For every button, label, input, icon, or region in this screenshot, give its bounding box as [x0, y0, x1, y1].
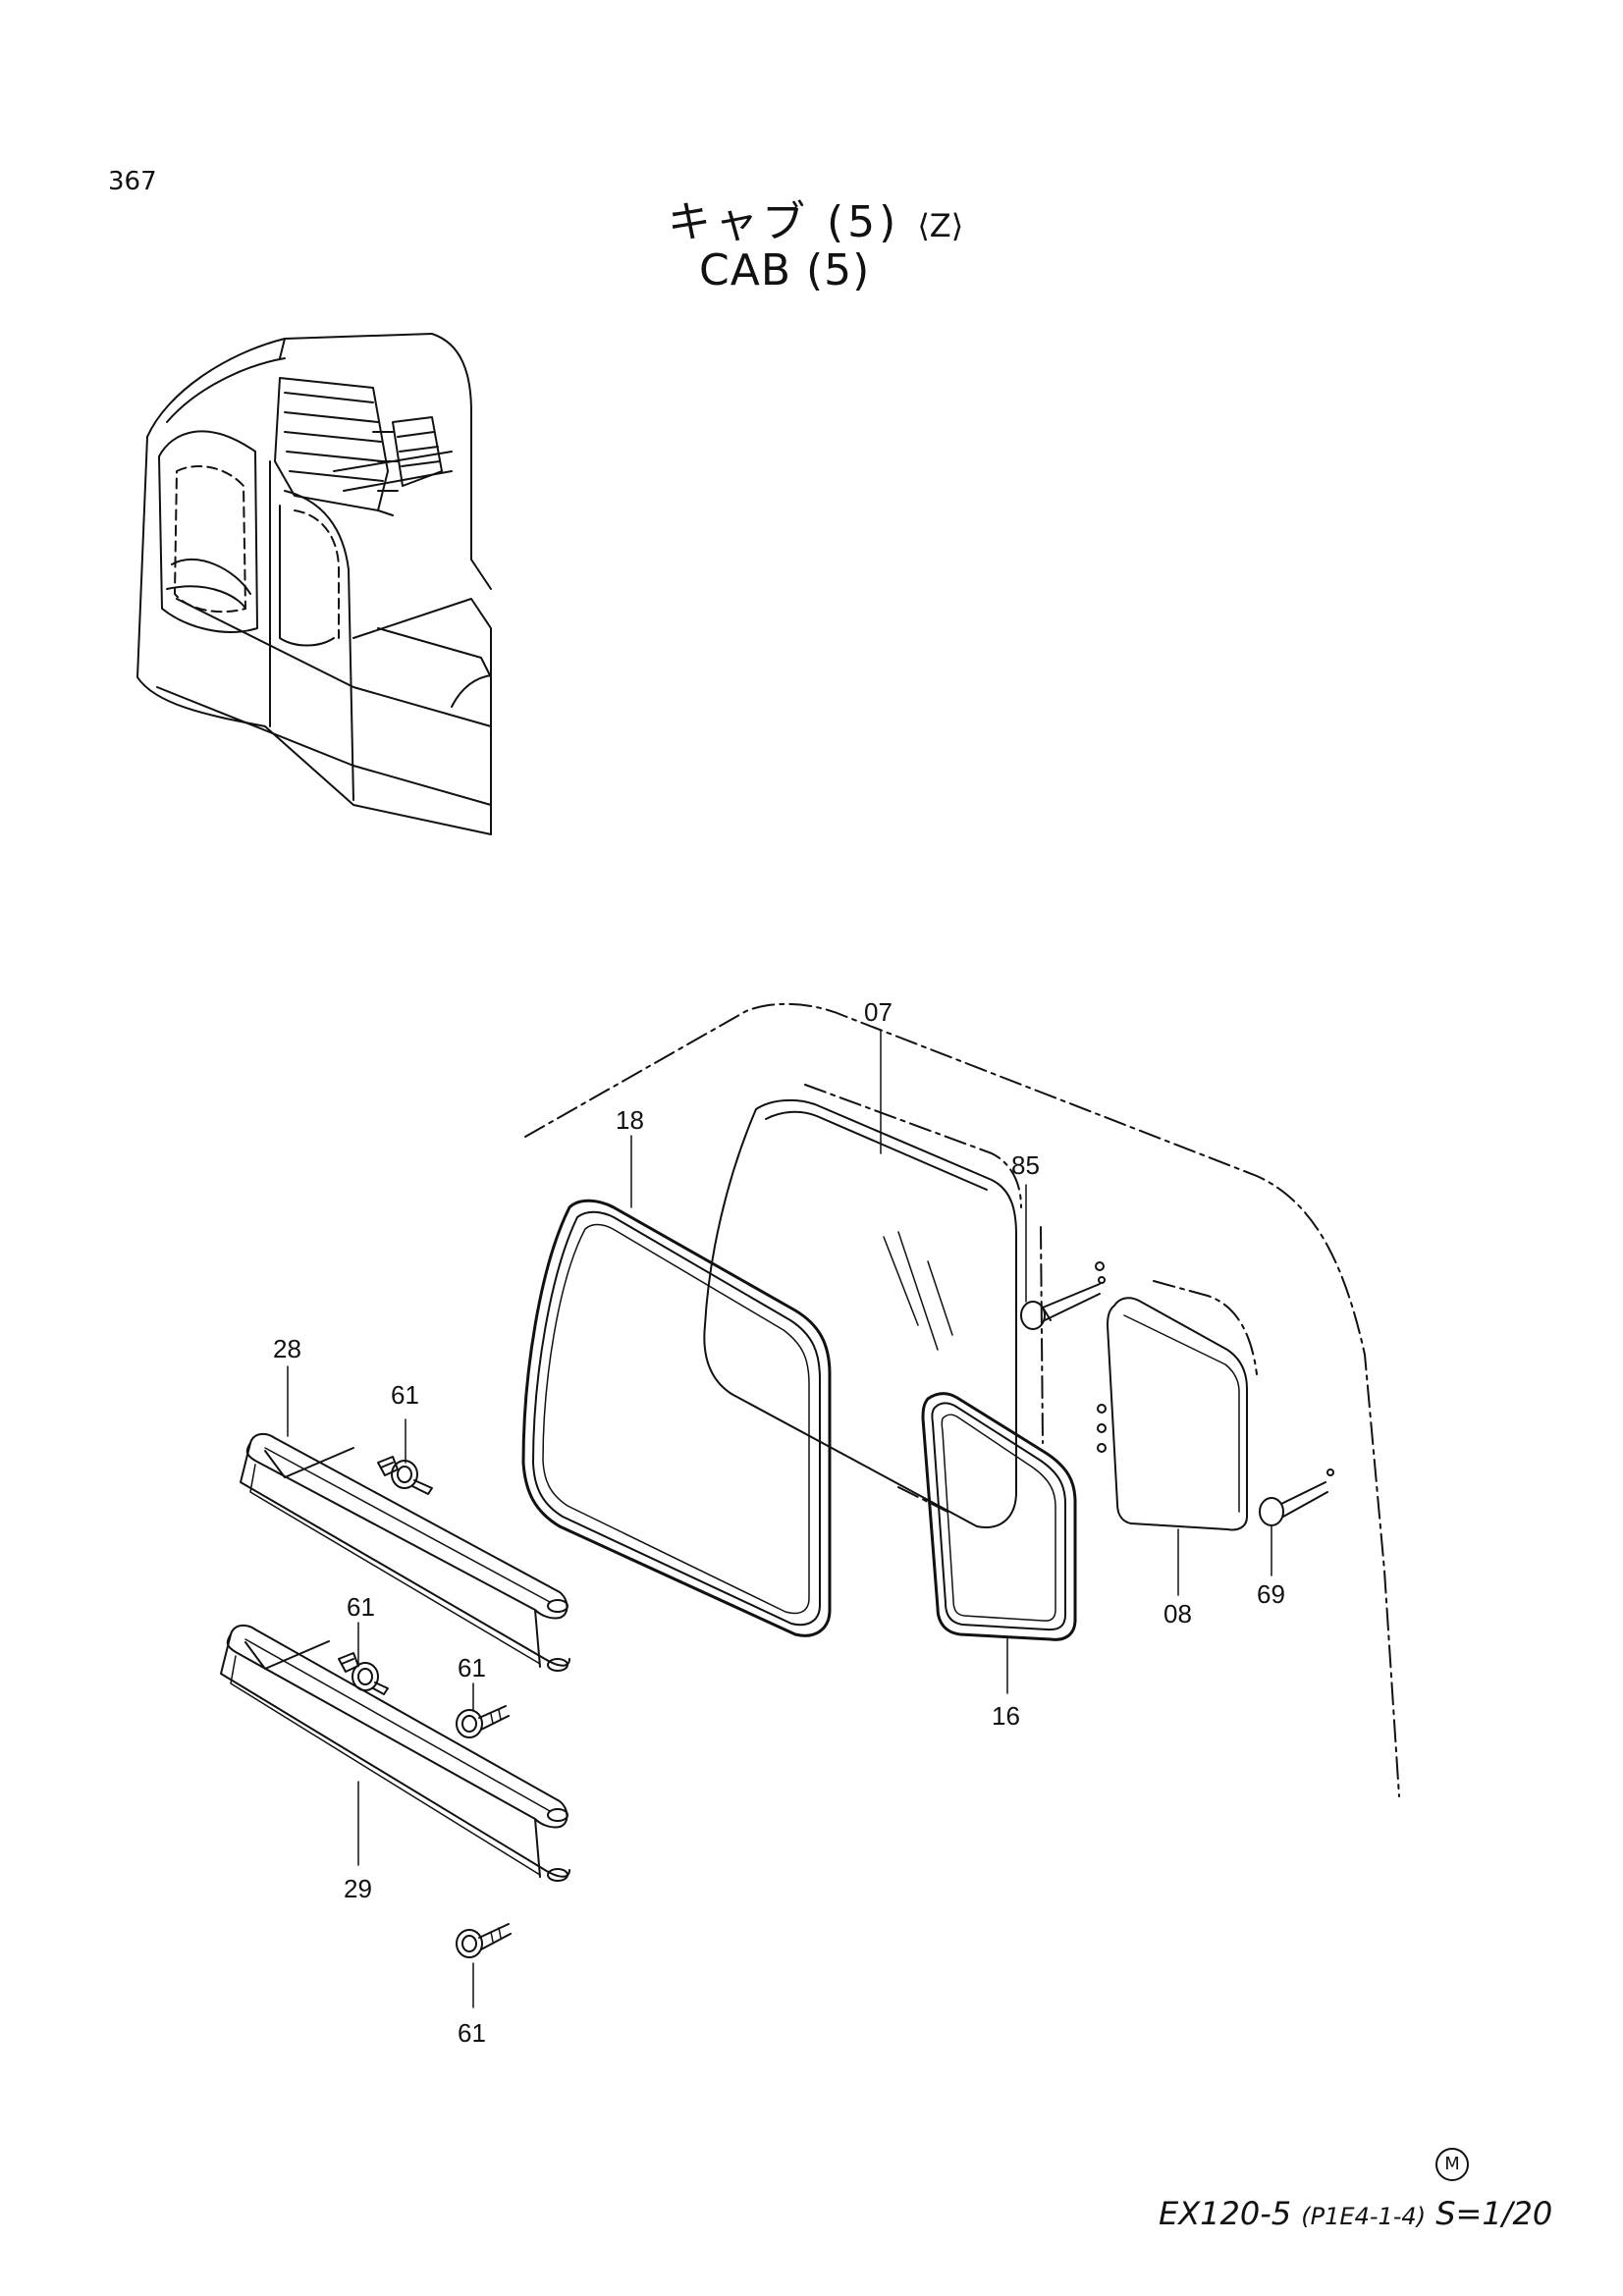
callout-85: 85: [1011, 1150, 1040, 1180]
callout-07: 07: [864, 997, 893, 1027]
m-mark: M: [1435, 2148, 1469, 2181]
callout-08: 08: [1163, 1599, 1192, 1629]
callout-69: 69: [1257, 1579, 1285, 1609]
leader-lines: [287, 1030, 1272, 2008]
footer-model: EX120-5: [1159, 2195, 1292, 2232]
callout-29: 29: [344, 1874, 372, 1903]
footer-scale: S=1/20: [1435, 2195, 1553, 2232]
callout-labels: 07 18 85 28 61 08 69 61 61 16 29 61: [273, 997, 1285, 2048]
part-61-bolt-c: [456, 1705, 510, 1738]
cab-overview-inset: [136, 333, 492, 835]
callout-18: 18: [616, 1105, 644, 1135]
title-jp-text: キャブ (5): [668, 197, 900, 247]
page-number: 367: [108, 167, 157, 196]
part-61-bolt-b: [338, 1652, 389, 1695]
callout-16: 16: [992, 1701, 1020, 1731]
part-69-plug: [1259, 1468, 1334, 1526]
callout-61: 61: [391, 1380, 419, 1410]
title-variant: ⟨Z⟩: [917, 207, 964, 244]
callout-28: 28: [273, 1334, 301, 1363]
footer-model-info: EX120-5 (P1E4-1-4) S=1/20: [1159, 2195, 1552, 2232]
footer-code: (P1E4-1-4): [1301, 2203, 1427, 2230]
callout-61: 61: [458, 1653, 486, 1682]
part-61-bolt-d: [456, 1923, 512, 1958]
part-85-plug: [1020, 1276, 1106, 1330]
part-18-weatherstrip: [521, 1199, 832, 1637]
cab-body-outline: [524, 1002, 1400, 1797]
part-16-weatherstrip: [921, 1392, 1077, 1641]
part-61-bolt-a: [377, 1456, 433, 1495]
title-english: CAB (5): [699, 245, 871, 295]
callout-61: 61: [347, 1592, 375, 1622]
part-28-bar: [240, 1432, 570, 1672]
part-29-bar: [220, 1624, 570, 1882]
callout-61: 61: [458, 2018, 486, 2048]
part-08-side-glass: [1095, 1261, 1248, 1531]
part-07-glass: [703, 1098, 1017, 1528]
title-japanese: キャブ (5) ⟨Z⟩: [668, 187, 963, 249]
